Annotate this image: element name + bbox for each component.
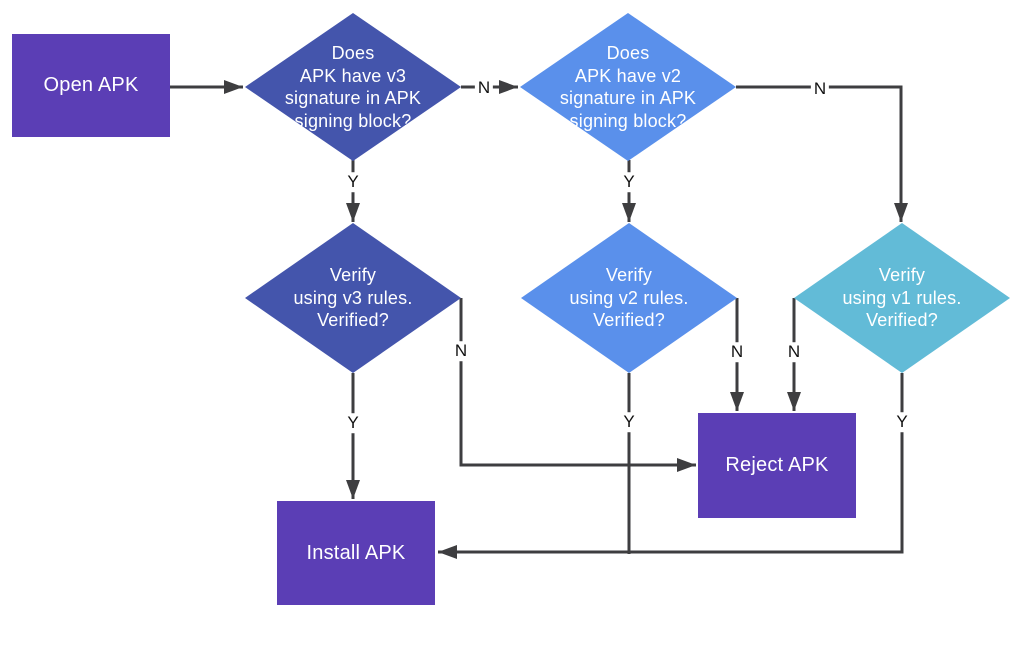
diamond-shape (245, 223, 461, 373)
node-v1-verify-label: Verify using v1 rules. Verified? (842, 265, 962, 331)
edge-v2-question-to-v1-verify (736, 85, 908, 222)
edge-label-v2-verify-yes: Y (620, 412, 638, 432)
edge-v1-verify-to-install-apk (438, 373, 904, 559)
edge-label-v2-verify-no: N (727, 342, 747, 362)
node-reject-apk-label: Reject APK (725, 454, 829, 476)
node-v2-verify-label: Verify using v2 rules. Verified? (569, 265, 689, 331)
rect-shape (698, 413, 856, 518)
diamond-shape (245, 13, 461, 161)
edge-label-v1-verify-yes: Y (893, 412, 911, 432)
node-v2-verify: Verify using v2 rules. Verified? (521, 223, 737, 373)
node-v3-question-label: Does APK have v3 signature in APK signin… (284, 43, 422, 131)
edge-label-v1-verify-no: N (784, 342, 804, 362)
node-v3-question: Does APK have v3 signature in APK signin… (245, 13, 461, 161)
edge-label-v3-verify-yes: Y (344, 413, 362, 433)
rect-shape (12, 34, 170, 137)
rect-shape (277, 501, 435, 605)
node-install-apk-label: Install APK (306, 541, 406, 564)
edge-label-v2-question-yes: Y (620, 172, 638, 192)
node-install-apk: Install APK (277, 501, 435, 605)
diamond-shape (520, 13, 736, 161)
edge-label-v3-question-yes: Y (344, 172, 362, 192)
node-v1-verify: Verify using v1 rules. Verified? (794, 223, 1010, 373)
node-v2-question-label: Does APK have v2 signature in APK signin… (559, 43, 697, 131)
edge-label-v2-question-no: N (810, 79, 830, 99)
edge-label-v3-question-no: N (474, 78, 494, 98)
node-open-apk-label: Open APK (43, 74, 139, 96)
node-open-apk: Open APK (12, 34, 170, 137)
node-v3-verify: Verify using v3 rules. Verified? (245, 223, 461, 373)
node-v2-question: Does APK have v2 signature in APK signin… (520, 13, 736, 161)
node-v3-verify-label: Verify using v3 rules. Verified? (293, 265, 413, 331)
diamond-shape (794, 223, 1010, 373)
edge-label-v3-verify-no: N (451, 341, 471, 361)
node-reject-apk: Reject APK (698, 413, 856, 518)
diamond-shape (521, 223, 737, 373)
